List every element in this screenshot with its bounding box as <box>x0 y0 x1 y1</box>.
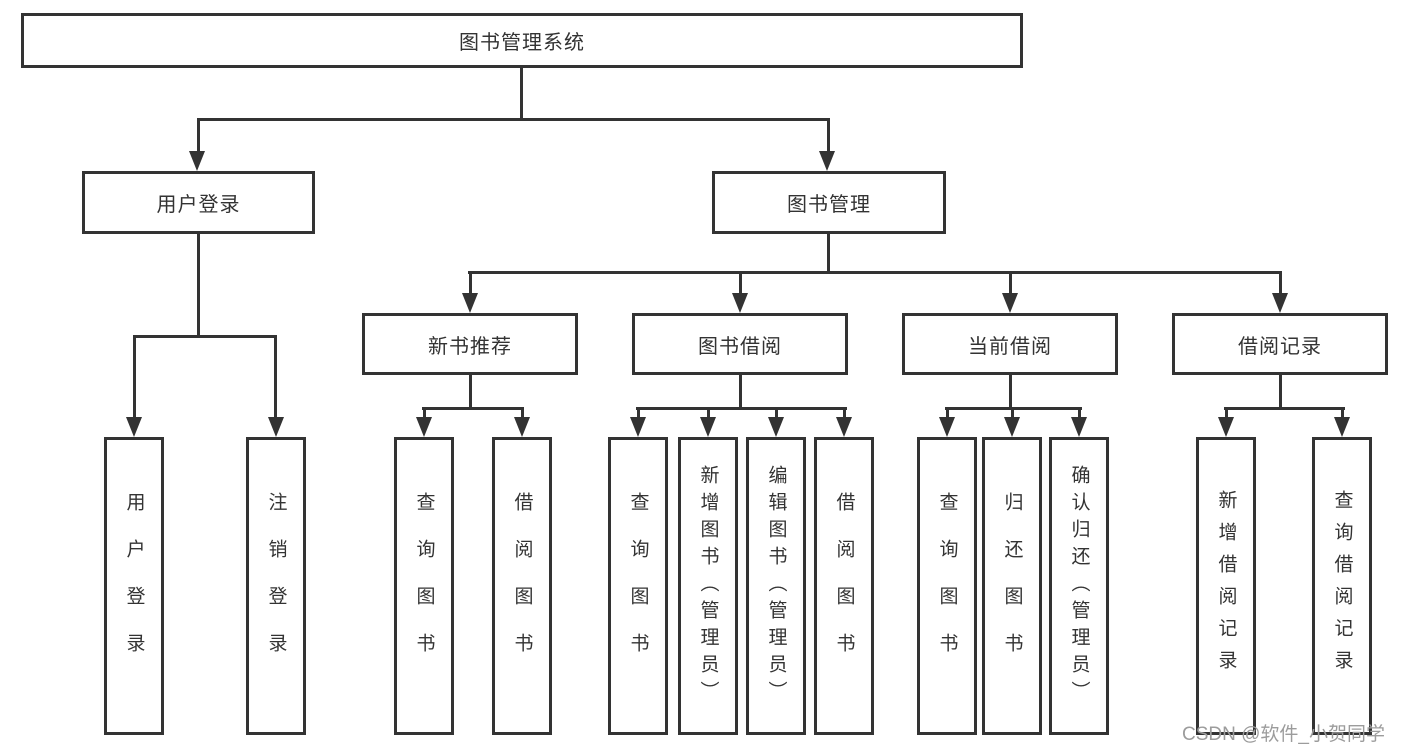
arrow-to-user-login <box>189 151 205 171</box>
leaf-cb-query-books-label: 查询图书 <box>936 492 958 680</box>
drop-current-borrow <box>1009 271 1012 293</box>
new-book-rec-connector-stem <box>469 375 472 407</box>
leaf-nbr-borrow-books: 借阅图书 <box>492 437 552 735</box>
arrow-to-cb-query <box>939 417 955 437</box>
drop-nbr-borrow <box>521 407 524 417</box>
leaf-cb-confirm-return-admin: 确认归还（管理员） <box>1049 437 1109 735</box>
leaf-logout: 注销登录 <box>246 437 306 735</box>
leaf-br-query-record: 查询借阅记录 <box>1312 437 1372 735</box>
drop-nbr-query <box>423 407 426 417</box>
arrow-to-nbr-borrow <box>514 417 530 437</box>
arrow-to-bb-query <box>630 417 646 437</box>
arrow-to-borrow-record <box>1272 293 1288 313</box>
node-user-login: 用户登录 <box>82 171 315 234</box>
node-book-mgmt-label: 图书管理 <box>787 194 871 216</box>
leaf-bb-borrow-books-label: 借阅图书 <box>833 492 855 680</box>
node-new-book-rec-label: 新书推荐 <box>428 335 512 358</box>
new-book-rec-connector-rail <box>422 407 524 410</box>
node-root-label: 图书管理系统 <box>459 32 585 54</box>
user-login-connector-rail <box>133 335 277 338</box>
root-drop-user-login <box>197 118 200 151</box>
node-new-book-rec: 新书推荐 <box>362 313 578 375</box>
leaf-cb-confirm-return-admin-label: 确认归还（管理员） <box>1068 464 1090 708</box>
drop-bb-add <box>707 407 710 417</box>
leaf-cb-query-books: 查询图书 <box>917 437 977 735</box>
drop-bb-borrow <box>843 407 846 417</box>
arrow-to-book-borrow <box>732 293 748 313</box>
watermark-text: CSDN @软件_小贺同学 <box>1182 724 1385 745</box>
leaf-br-add-record: 新增借阅记录 <box>1196 437 1256 735</box>
arrow-to-current-borrow <box>1002 293 1018 313</box>
arrow-to-nbr-query <box>416 417 432 437</box>
drop-bb-edit <box>775 407 778 417</box>
drop-cb-return <box>1011 407 1014 417</box>
drop-br-query <box>1341 407 1344 417</box>
drop-borrow-record <box>1279 271 1282 293</box>
book-borrow-connector-rail <box>636 407 847 410</box>
leaf-cb-return-books: 归还图书 <box>982 437 1042 735</box>
arrow-to-bb-borrow <box>836 417 852 437</box>
arrow-to-cb-confirm <box>1071 417 1087 437</box>
arrow-to-bb-add <box>700 417 716 437</box>
root-connector-rail <box>197 118 830 121</box>
arrow-to-cb-return <box>1004 417 1020 437</box>
leaf-nbr-borrow-books-label: 借阅图书 <box>511 492 533 680</box>
root-drop-book-mgmt <box>827 118 830 151</box>
node-current-borrow-label: 当前借阅 <box>968 335 1052 358</box>
current-borrow-connector-stem <box>1009 375 1012 407</box>
leaf-bb-query-books-label: 查询图书 <box>627 492 649 680</box>
borrow-record-connector-rail <box>1224 407 1345 410</box>
arrow-to-br-query <box>1334 417 1350 437</box>
arrow-to-book-mgmt <box>819 151 835 171</box>
node-user-login-label: 用户登录 <box>156 194 241 216</box>
arrow-to-bb-edit <box>768 417 784 437</box>
node-book-borrow: 图书借阅 <box>632 313 848 375</box>
leaf-nbr-query-books: 查询图书 <box>394 437 454 735</box>
leaf-bb-borrow-books: 借阅图书 <box>814 437 874 735</box>
node-borrow-record: 借阅记录 <box>1172 313 1388 375</box>
node-book-mgmt: 图书管理 <box>712 171 946 234</box>
leaf-user-login-label: 用户登录 <box>123 492 145 680</box>
leaf-bb-add-books-admin-label: 新增图书（管理员） <box>697 464 719 708</box>
arrow-to-leaf-logout <box>268 417 284 437</box>
leaf-logout-label: 注销登录 <box>265 492 287 680</box>
leaf-br-query-record-label: 查询借阅记录 <box>1331 490 1353 682</box>
drop-leaf-login <box>133 335 136 417</box>
leaf-bb-edit-books-admin: 编辑图书（管理员） <box>746 437 806 735</box>
borrow-record-connector-stem <box>1279 375 1282 407</box>
drop-br-add <box>1225 407 1228 417</box>
user-login-connector-stem <box>197 234 200 335</box>
leaf-bb-query-books: 查询图书 <box>608 437 668 735</box>
leaf-bb-add-books-admin: 新增图书（管理员） <box>678 437 738 735</box>
drop-cb-confirm <box>1078 407 1081 417</box>
book-borrow-connector-stem <box>739 375 742 407</box>
drop-cb-query <box>946 407 949 417</box>
node-book-borrow-label: 图书借阅 <box>698 335 782 358</box>
leaf-user-login: 用户登录 <box>104 437 164 735</box>
leaf-bb-edit-books-admin-label: 编辑图书（管理员） <box>765 464 787 708</box>
node-current-borrow: 当前借阅 <box>902 313 1118 375</box>
arrow-to-br-add <box>1218 417 1234 437</box>
drop-book-borrow <box>739 271 742 293</box>
root-connector-stem <box>520 68 523 118</box>
book-mgmt-connector-rail <box>468 271 1282 274</box>
drop-leaf-logout <box>274 335 277 417</box>
book-mgmt-connector-stem <box>827 234 830 271</box>
arrow-to-new-book-rec <box>462 293 478 313</box>
node-borrow-record-label: 借阅记录 <box>1238 335 1322 358</box>
leaf-br-add-record-label: 新增借阅记录 <box>1215 490 1237 682</box>
drop-new-book-rec <box>469 271 472 293</box>
arrow-to-leaf-login <box>126 417 142 437</box>
node-root: 图书管理系统 <box>21 13 1023 68</box>
leaf-nbr-query-books-label: 查询图书 <box>413 492 435 680</box>
leaf-cb-return-books-label: 归还图书 <box>1001 492 1023 680</box>
drop-bb-query <box>637 407 640 417</box>
